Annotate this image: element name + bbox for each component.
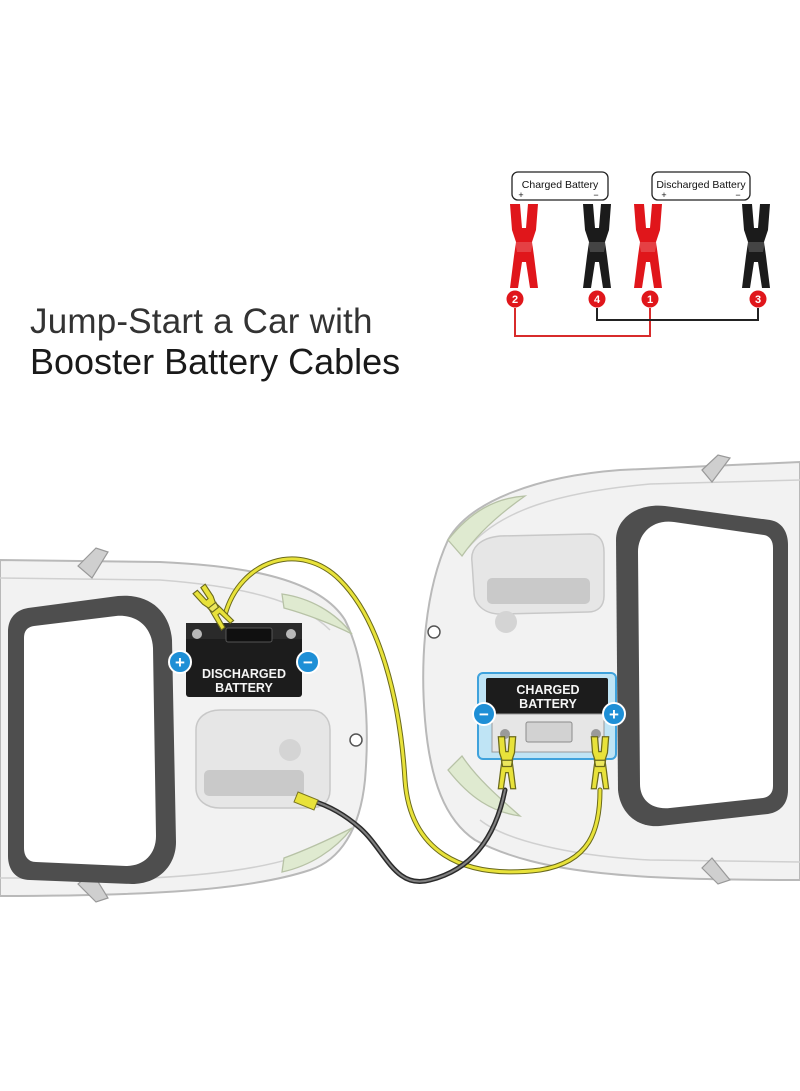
charged-plus-sign: + bbox=[518, 190, 523, 200]
cable-order-legend: Charged Battery + − Discharged Battery +… bbox=[506, 171, 770, 337]
charged-battery-label-line2: BATTERY bbox=[519, 697, 577, 711]
headlight-icon bbox=[447, 495, 528, 558]
charged-negative-sign: − bbox=[479, 705, 489, 724]
step-number-2: 2 bbox=[512, 294, 518, 306]
windshield-glass bbox=[24, 615, 156, 866]
discharged-battery-label-line1: DISCHARGED bbox=[202, 667, 286, 681]
discharged-battery-label-line2: BATTERY bbox=[215, 681, 273, 695]
charged-battery-legend-box bbox=[511, 171, 609, 201]
emblem-icon bbox=[427, 625, 441, 639]
step-number-3: 3 bbox=[755, 294, 761, 306]
black-clamp-discharged-icon bbox=[742, 204, 770, 288]
positive-terminal-icon: + bbox=[602, 702, 626, 726]
positive-cable-core bbox=[223, 557, 602, 874]
black-connection-line bbox=[596, 308, 759, 321]
discharged-plus-sign: + bbox=[661, 190, 666, 200]
charged-battery-legend-label: Charged Battery bbox=[522, 179, 599, 191]
step-badge-2: 2 bbox=[506, 290, 524, 308]
title-line-2: Booster Battery Cables bbox=[30, 341, 401, 382]
discharged-battery-legend-label: Discharged Battery bbox=[656, 179, 746, 191]
negative-cable-core bbox=[309, 789, 506, 883]
positive-terminal-icon: + bbox=[168, 650, 192, 674]
negative-terminal-icon: − bbox=[296, 650, 320, 674]
booster-cables bbox=[222, 556, 603, 885]
ground-connection bbox=[293, 791, 319, 811]
mirror-icon bbox=[701, 454, 732, 483]
mirror-icon bbox=[701, 857, 732, 885]
step-badge-1: 1 bbox=[641, 290, 659, 308]
discharged-battery: DISCHARGED BATTERY + − bbox=[168, 583, 320, 697]
title-line-1: Jump-Start a Car with bbox=[30, 302, 373, 341]
step-badge-4: 4 bbox=[588, 290, 606, 308]
negative-terminal-sign: − bbox=[303, 653, 313, 672]
black-clamp-charged-icon bbox=[583, 204, 611, 288]
red-clamp-charged-icon bbox=[510, 204, 538, 288]
discharged-battery-legend-box bbox=[651, 171, 751, 201]
step-number-4: 4 bbox=[594, 294, 601, 306]
mirror-icon bbox=[77, 547, 109, 579]
discharged-car bbox=[0, 547, 368, 903]
red-connection-line bbox=[514, 308, 651, 337]
headlight-icon bbox=[281, 593, 353, 635]
negative-terminal-icon: − bbox=[472, 702, 496, 726]
windshield-glass bbox=[638, 521, 773, 809]
headlight-icon bbox=[281, 827, 353, 873]
emblem-icon bbox=[349, 733, 363, 747]
step-number-1: 1 bbox=[647, 294, 653, 306]
charged-battery: CHARGED BATTERY − + bbox=[472, 672, 626, 790]
positive-terminal-sign: + bbox=[175, 653, 185, 672]
charged-positive-sign: + bbox=[609, 705, 619, 724]
discharged-minus-sign: − bbox=[735, 190, 740, 200]
charged-battery-label-line1: CHARGED bbox=[516, 683, 579, 697]
charged-car bbox=[422, 454, 800, 885]
charged-minus-sign: − bbox=[593, 190, 598, 200]
step-badge-3: 3 bbox=[749, 290, 767, 308]
red-clamp-discharged-icon bbox=[634, 204, 662, 288]
